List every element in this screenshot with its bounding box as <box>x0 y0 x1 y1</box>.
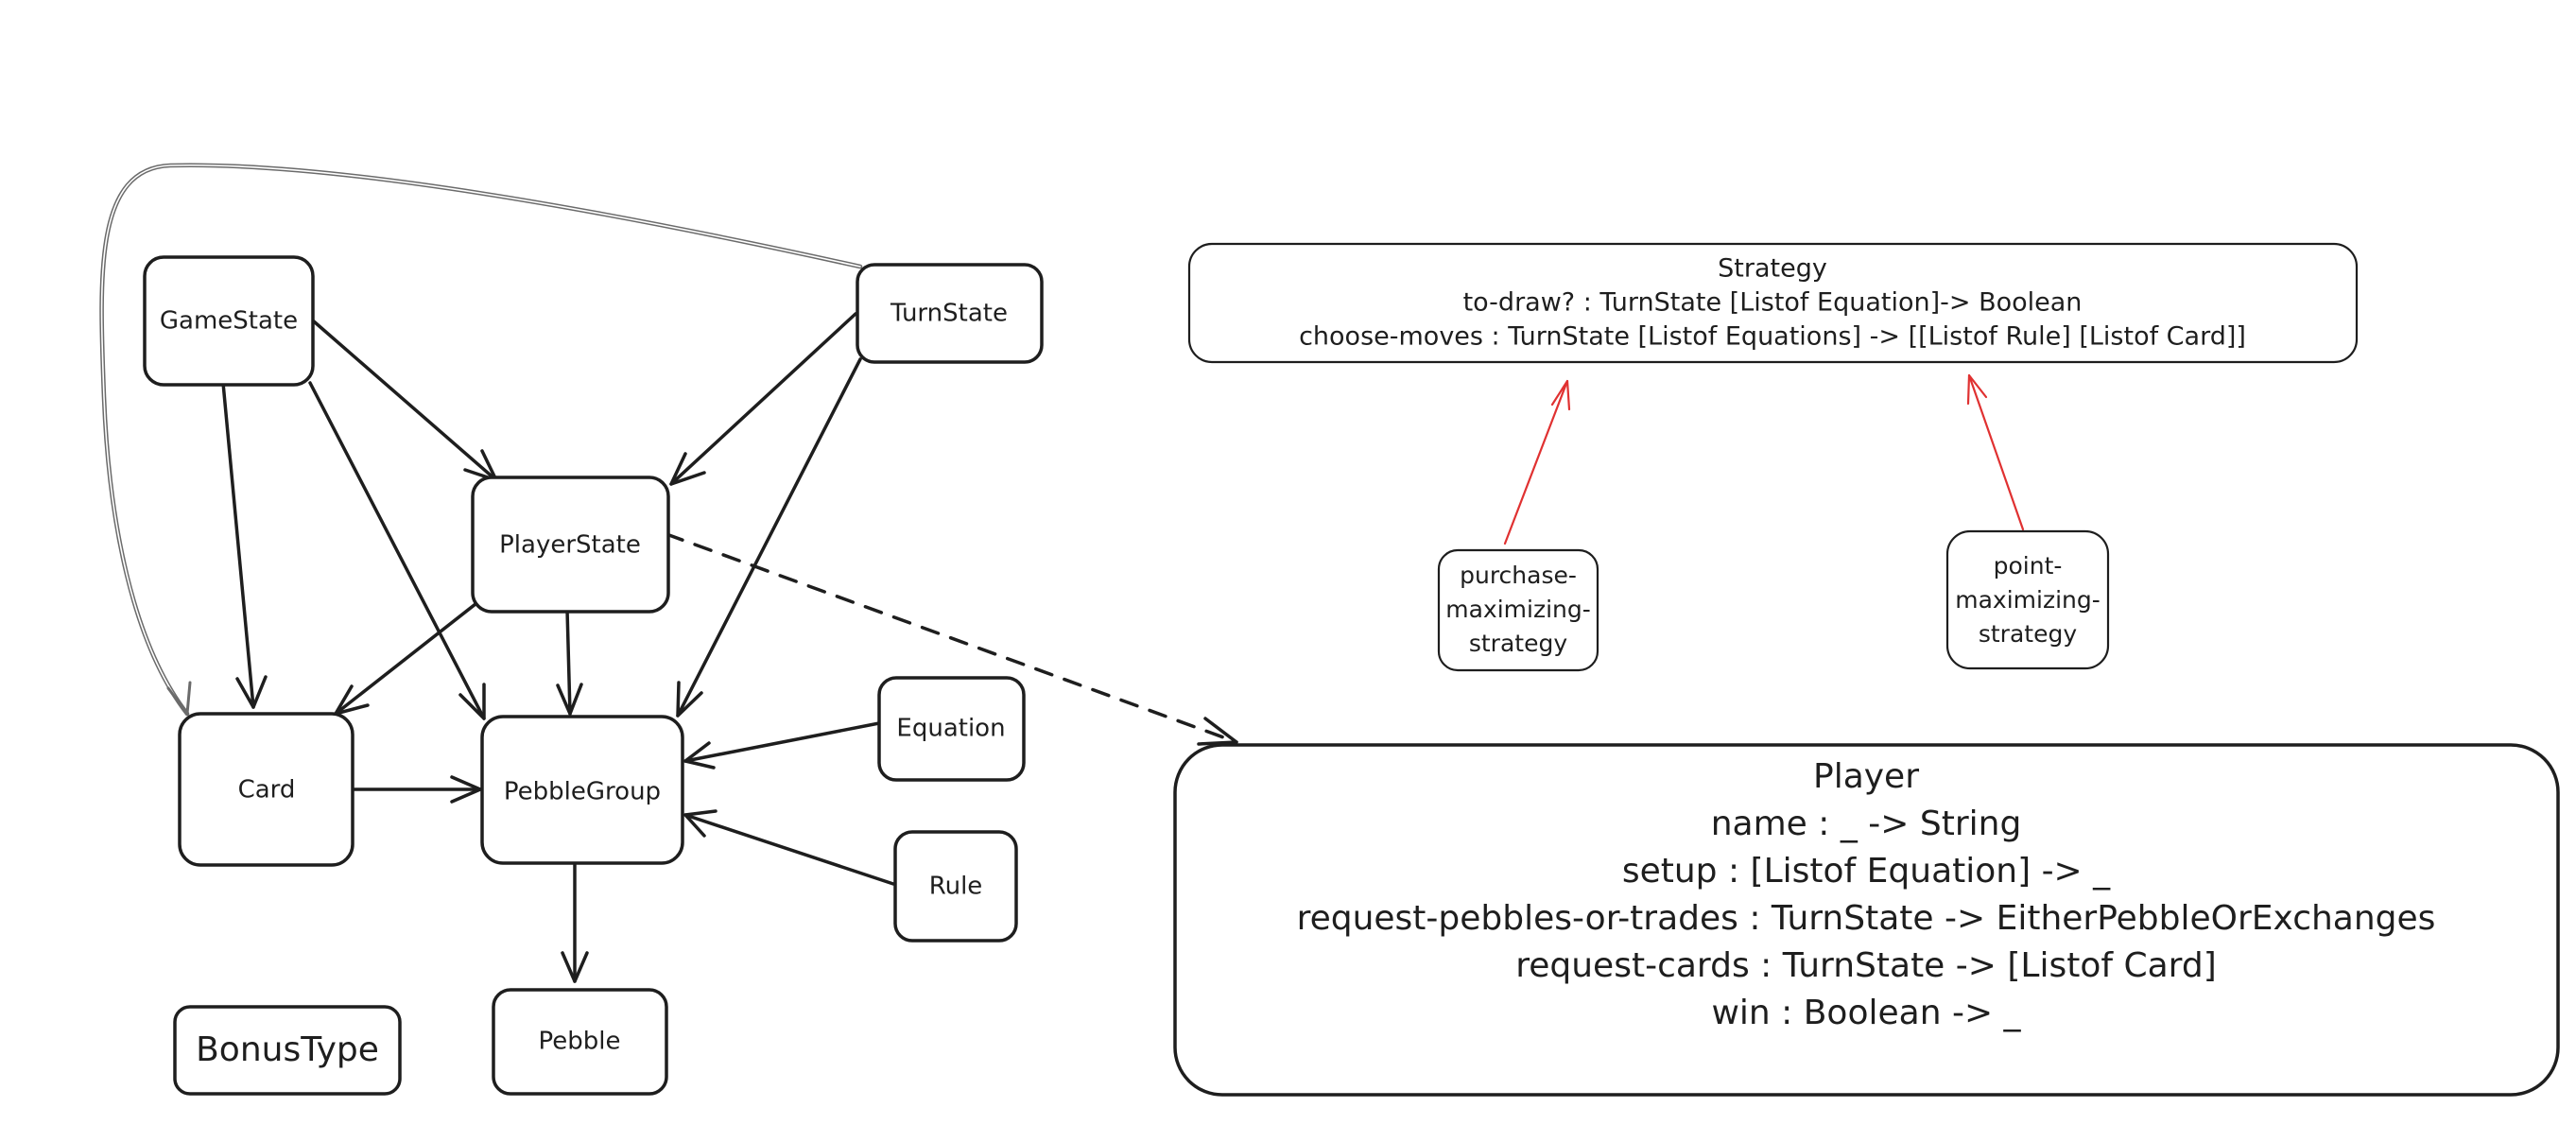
edge-rule-to-pebblegroup <box>683 809 895 886</box>
node-rule[interactable]: Rule <box>893 830 1018 943</box>
node-point-maximizing-strategy[interactable]: point- maximizing- strategy <box>1945 529 2110 670</box>
player-title: Player <box>1813 757 1919 796</box>
node-pebblegroup[interactable]: PebbleGroup <box>480 715 684 865</box>
node-rule-label: Rule <box>929 873 983 901</box>
point-strategy-line: maximizing- <box>1955 586 2101 614</box>
node-pebble[interactable]: Pebble <box>492 988 668 1096</box>
point-strategy-line: point- <box>1994 552 2063 580</box>
node-gamestate-label: GameState <box>160 307 298 336</box>
edge-turnstate-to-playerstate <box>669 312 857 486</box>
edge-pebblegroup-to-pebble <box>561 863 589 983</box>
edge-playerstate-to-player-dashed <box>665 532 1238 746</box>
player-line: setup : [Listof Equation] -> _ <box>1622 852 2111 891</box>
player-line: request-pebbles-or-trades : TurnState ->… <box>1297 899 2436 938</box>
strategy-line: to-draw? : TurnState [Listof Equation]->… <box>1463 288 2083 318</box>
strategy-line: choose-moves : TurnState [Listof Equatio… <box>1299 322 2246 352</box>
point-strategy-line: strategy <box>1979 620 2077 648</box>
player-line: request-cards : TurnState -> [Listof Car… <box>1515 946 2217 985</box>
edge-card-to-pebblegroup <box>353 775 482 804</box>
player-line: name : _ -> String <box>1711 805 2022 843</box>
node-turnstate[interactable]: TurnState <box>856 263 1044 364</box>
node-bonustype-label: BonusType <box>196 1030 379 1069</box>
node-equation[interactable]: Equation <box>877 676 1026 782</box>
node-card-label: Card <box>238 776 296 805</box>
node-turnstate-label: TurnState <box>890 300 1008 328</box>
node-gamestate[interactable]: GameState <box>143 255 315 387</box>
edge-turnstate-to-card <box>99 163 863 717</box>
purchase-strategy-line: maximizing- <box>1445 596 1591 623</box>
edge-gamestate-to-playerstate <box>312 320 498 482</box>
node-equation-label: Equation <box>896 715 1005 743</box>
node-pebble-label: Pebble <box>539 1028 621 1056</box>
node-bonustype[interactable]: BonusType <box>173 1005 402 1096</box>
edge-purchase-strategy-to-strategy <box>1503 379 1571 545</box>
edge-gamestate-to-pebblegroup <box>308 381 486 720</box>
edge-turnstate-to-pebblegroup <box>676 357 862 718</box>
edge-point-strategy-to-strategy <box>1966 373 2025 531</box>
node-playerstate-label: PlayerState <box>499 531 641 560</box>
node-card[interactable]: Card <box>178 712 354 867</box>
node-purchase-maximizing-strategy[interactable]: purchase- maximizing- strategy <box>1437 548 1599 672</box>
purchase-strategy-line: purchase- <box>1460 562 1577 589</box>
strategy-title: Strategy <box>1718 254 1827 284</box>
node-strategy[interactable]: Strategy to-draw? : TurnState [Listof Eq… <box>1187 242 2359 364</box>
player-line: win : Boolean -> _ <box>1711 994 2021 1032</box>
node-pebblegroup-label: PebbleGroup <box>504 778 661 806</box>
edge-playerstate-to-card <box>334 598 482 716</box>
edge-playerstate-to-pebblegroup <box>556 608 583 716</box>
edge-equation-to-pebblegroup <box>683 721 881 770</box>
node-player[interactable]: Player name : _ -> String setup : [Listo… <box>1173 743 2560 1097</box>
purchase-strategy-line: strategy <box>1469 630 1567 657</box>
edge-gamestate-to-card <box>221 381 268 709</box>
node-playerstate[interactable]: PlayerState <box>471 476 670 614</box>
